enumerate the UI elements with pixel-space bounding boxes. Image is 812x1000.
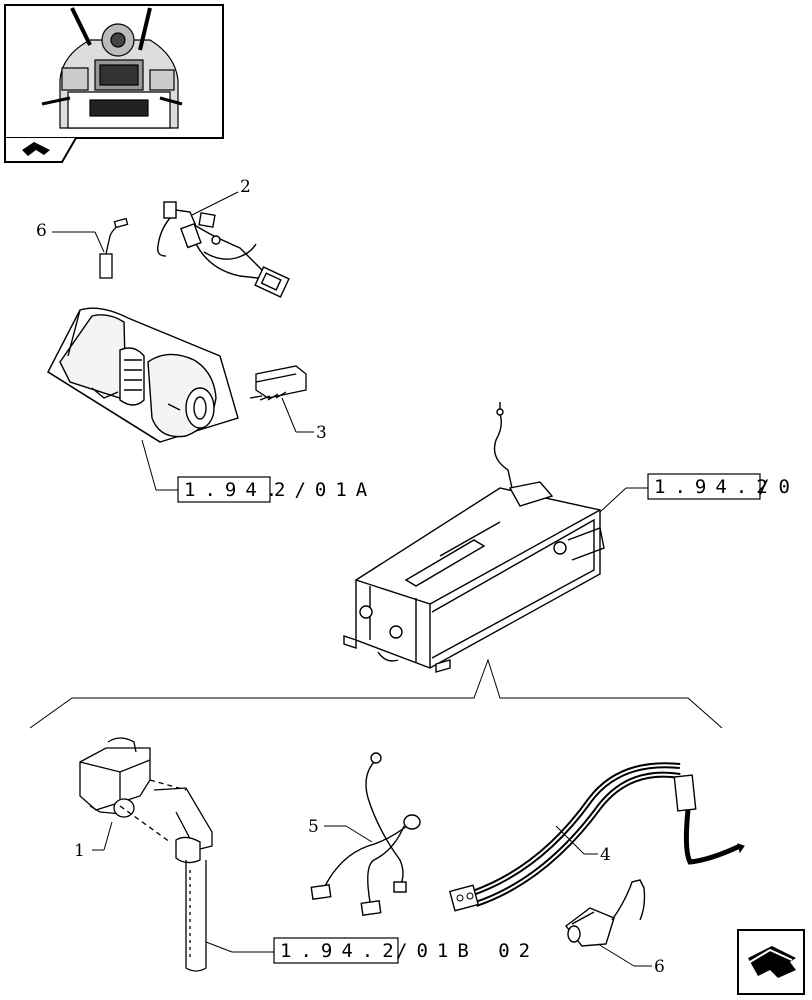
reference-3[interactable]: 1.94.2 /01B 02 [273,937,539,964]
reference-2-rest: /0 [758,476,799,498]
thumbnail-frame[interactable] [4,4,224,163]
section-arrow-icon [22,142,50,156]
part-5-harness[interactable] [310,752,421,916]
callout-4: 4 [600,845,611,865]
reference-2-boxed: 1.94.2 [654,476,777,498]
callout-5: 5 [308,817,319,837]
part-2-harness[interactable] [156,201,290,298]
callout-3: 3 [316,423,327,443]
reference-1-rest: 2/01A [274,479,376,501]
part-3-resistor[interactable] [249,365,307,401]
callout-2: 2 [240,177,251,197]
part-6-connector-bottom[interactable] [565,879,646,947]
reference-2[interactable]: 1.94.2 /0 [647,473,799,500]
part-6-sensor-top[interactable] [99,217,129,279]
reference-3-rest: /01B 02 [396,940,539,962]
blower-motor-assembly[interactable] [47,307,239,443]
callout-1: 1 [74,841,85,861]
part-1-sensor[interactable] [79,737,213,972]
reference-3-boxed: 1.94.2 [280,940,403,962]
callout-6-bottom: 6 [654,957,665,977]
callout-6-top: 6 [36,221,47,241]
reference-1[interactable]: 1.94. 2/01A [177,476,376,503]
hvac-unit[interactable] [343,402,605,673]
reference-1-boxed: 1.94. [184,479,286,501]
part-4-harness[interactable] [448,762,745,912]
detail-bracket [29,658,723,729]
next-page-arrow-icon[interactable] [737,929,805,995]
tractor-cab-view-icon [41,7,183,129]
